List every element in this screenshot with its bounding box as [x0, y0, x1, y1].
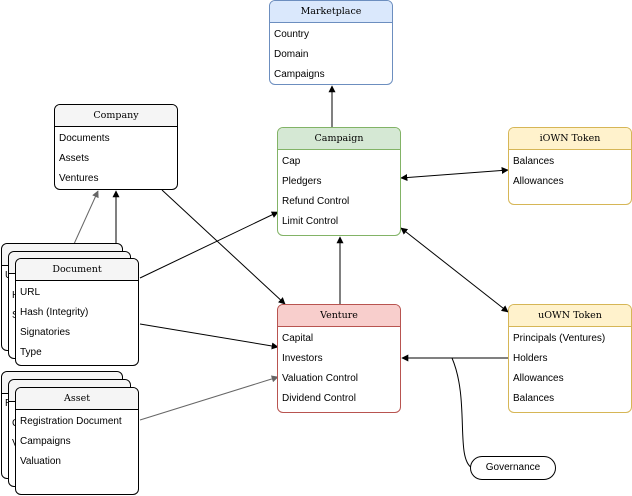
asset-field: Registration Document — [20, 416, 122, 427]
document-field: URL — [20, 287, 41, 298]
asset-field: Valuation — [20, 456, 61, 467]
document-field: Type — [20, 347, 42, 358]
company-title: Company — [55, 105, 177, 127]
document-title: Document — [16, 259, 138, 281]
edge-document-venture — [139, 323, 279, 350]
marketplace-field: Campaigns — [274, 69, 325, 80]
venture-field: Dividend Control — [282, 393, 356, 404]
document-entity[interactable]: Document URL Hash (Integrity) Signatorie… — [15, 258, 139, 366]
uown-token-field: Balances — [513, 393, 555, 404]
uown-token-field: Principals (Ventures) — [513, 333, 606, 344]
uown-token-field: Holders — [513, 353, 548, 364]
document-field: Hash (Integrity) — [20, 307, 89, 318]
edge-campaign-uown — [400, 227, 509, 313]
campaign-title: Campaign — [278, 128, 400, 150]
campaign-field: Refund Control — [282, 196, 350, 207]
edge-governance — [451, 357, 473, 469]
venture-field: Capital — [282, 333, 314, 344]
document-field: Signatories — [20, 327, 71, 338]
iown-token-entity[interactable]: iOWN Token Balances Allowances — [508, 127, 632, 205]
marketplace-title: Marketplace — [270, 1, 392, 23]
asset-entity[interactable]: Asset Registration Document Campaigns Va… — [15, 387, 139, 495]
edge-document-back-company — [73, 190, 99, 245]
marketplace-entity[interactable]: Marketplace Country Domain Campaigns — [269, 0, 393, 85]
venture-entity[interactable]: Venture Capital Investors Valuation Cont… — [277, 304, 401, 413]
campaign-field: Pledgers — [282, 176, 322, 187]
iown-token-title: iOWN Token — [509, 128, 631, 150]
uown-token-title: uOWN Token — [509, 305, 631, 327]
edge-campaign-iown — [400, 166, 509, 182]
venture-field: Valuation Control — [282, 373, 358, 384]
company-field: Documents — [59, 133, 110, 144]
campaign-field: Cap — [282, 156, 301, 167]
company-field: Assets — [59, 153, 90, 164]
governance-node[interactable]: Governance — [470, 456, 556, 480]
edge-document-campaign — [139, 211, 279, 279]
campaign-entity[interactable]: Campaign Cap Pledgers Refund Control Lim… — [277, 127, 401, 236]
edge-asset-venture — [139, 375, 279, 421]
uown-token-field: Allowances — [513, 373, 564, 384]
campaign-field: Limit Control — [282, 216, 339, 227]
company-entity[interactable]: Company Documents Assets Ventures — [54, 104, 178, 190]
iown-token-field: Allowances — [513, 176, 564, 187]
iown-token-field: Balances — [513, 156, 555, 167]
asset-field: Campaigns — [20, 436, 71, 447]
venture-title: Venture — [278, 305, 400, 327]
marketplace-field: Country — [274, 29, 310, 40]
uown-token-entity[interactable]: uOWN Token Principals (Ventures) Holders… — [508, 304, 632, 413]
edge-company-venture — [161, 189, 286, 305]
asset-title: Asset — [16, 388, 138, 410]
marketplace-field: Domain — [274, 49, 309, 60]
company-field: Ventures — [59, 173, 99, 184]
venture-field: Investors — [282, 353, 323, 364]
